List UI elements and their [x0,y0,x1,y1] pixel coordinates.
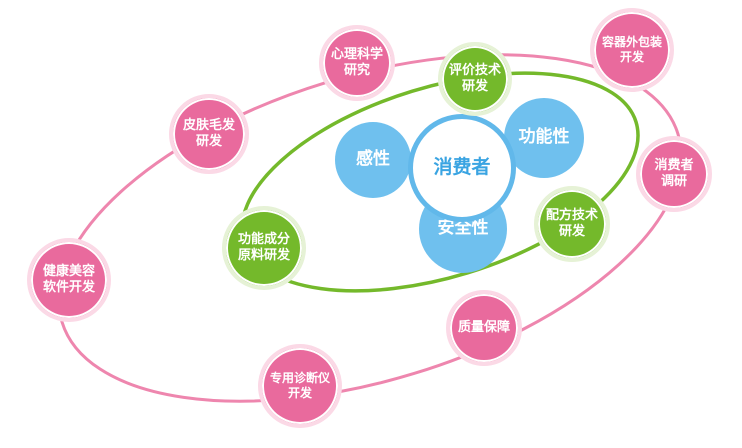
node-label: 容器外包装开发 [601,35,662,64]
outer-node-health-software: 健康美容软件开发 [27,238,111,322]
inner-node-ingredients: 功能成分原料研发 [222,206,306,290]
node-label: 配方技术研发 [545,207,598,239]
core-node-functional: 功能性 [504,98,584,178]
core-node-emotional: 感性 [335,122,411,198]
node-label: 质量保障 [457,319,510,335]
outer-node-skin-hair: 皮肤毛发研发 [169,94,249,174]
outer-node-psychology: 心理科学研究 [319,25,395,101]
node-label: 心理科学研究 [330,46,383,78]
node-label: 评价技术研发 [448,62,501,94]
core-node-label: 安全性 [437,218,489,239]
node-label: 皮肤毛发研发 [182,117,235,149]
inner-node-formula: 配方技术研发 [534,186,610,262]
outer-node-quality: 质量保障 [446,290,522,366]
core-node-label: 感性 [356,149,390,170]
center-node-label: 消费者 [433,156,491,179]
outer-node-packaging: 容器外包装开发 [590,8,674,92]
inner-node-evaluation: 评价技术研发 [438,42,512,116]
outer-node-diagnostic-device: 专用诊断仪开发 [258,344,342,428]
node-label: 专用诊断仪开发 [269,371,330,400]
outer-node-consumer-research: 消费者调研 [636,136,712,212]
node-label: 健康美容软件开发 [42,263,95,295]
center-node-consumer: 消费者 [408,114,516,222]
node-label: 功能成分原料研发 [237,231,290,263]
core-node-label: 功能性 [518,127,570,148]
node-label: 消费者调研 [654,157,694,189]
